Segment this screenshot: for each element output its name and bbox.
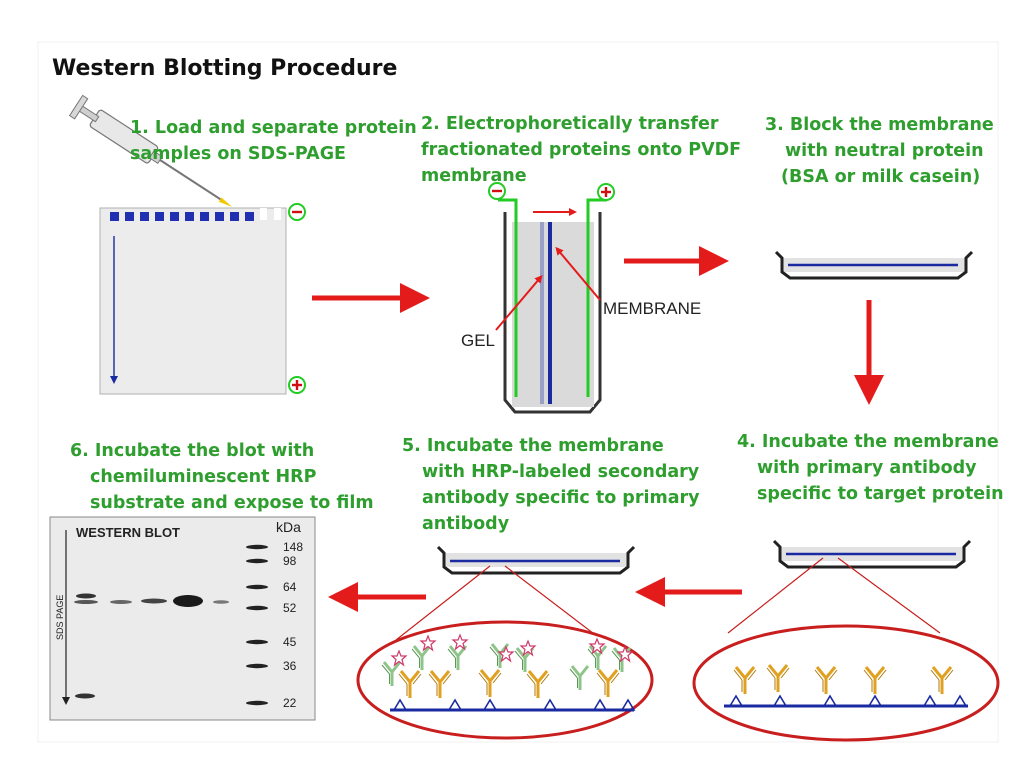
pvdf-membrane [548,222,552,404]
step-6-label: 6. Incubate the blot with chemiluminesce… [70,438,374,516]
step-4-line: 4. Incubate the membrane [737,432,999,452]
step-3-label: 3. Block the membrane with neutral prote… [765,112,994,190]
step-2-line: fractionated proteins onto PVDF [421,140,742,160]
gel-label: GEL [461,331,495,350]
western-blot-film: WESTERN BLOT kDa SDS PAGE 148 98 64 52 4… [49,516,316,721]
step-4-label: 4. Incubate the membrane with primary an… [737,429,1004,507]
step-5-line: 5. Incubate the membrane [402,436,664,456]
marker-label: 36 [283,659,297,673]
step-5-line: with HRP-labeled secondary [422,462,700,482]
step-4-line: with primary antibody [757,458,977,478]
step-3-line: (BSA or milk casein) [781,167,981,187]
protein-bands [74,593,229,699]
marker-label: 22 [283,696,297,710]
step-5-line: antibody [422,514,510,534]
step-5-label: 5. Incubate the membrane with HRP-labele… [402,433,700,537]
blot-axis-label: SDS PAGE [55,595,65,640]
primary-antibody-tray [772,539,972,569]
marker-ladder [246,544,268,706]
membrane-pointer-arrow [555,246,601,301]
page-title: Western Blotting Procedure [52,56,398,81]
step-1-label: 1. Load and separate protein samples on … [130,115,417,167]
page-frame [37,41,999,743]
sds-page-gel [99,207,287,395]
gel-wells [110,208,281,221]
membrane-label: MEMBRANE [603,299,701,318]
marker-label: 64 [283,580,297,594]
step-5-line: antibody specific to primary [422,488,700,508]
gel-pointer-arrow [495,274,543,331]
step-1-line: samples on SDS-PAGE [130,144,347,164]
blocking-tray [774,250,974,280]
tank-plus-electrode-icon [597,183,615,201]
cathode-wire [498,198,518,397]
syringe-icon [68,94,233,207]
step-2-label: 2. Electrophoretically transfer fraction… [421,111,741,189]
zoom-secondary-antibody [356,565,654,740]
secondary-antibody-tray [436,545,636,575]
marker-label: 148 [283,540,303,554]
step-2-line: 2. Electrophoretically transfer [421,114,719,134]
marker-label: 98 [283,554,297,568]
blot-unit: kDa [276,519,301,535]
marker-label: 52 [283,601,297,615]
gel-slab [540,222,544,404]
step-6-line: chemiluminescent HRP [90,467,317,487]
step-2-line: membrane [421,166,527,186]
blot-title: WESTERN BLOT [76,525,180,540]
transfer-tank [498,198,607,414]
marker-label: 45 [283,635,297,649]
step-1-line: 1. Load and separate protein [130,118,417,138]
step-3-line: 3. Block the membrane [765,115,994,135]
gel-plus-electrode-icon [288,376,306,394]
tank-minus-electrode-icon [488,182,506,200]
step-6-line: 6. Incubate the blot with [70,441,315,461]
marker-labels: 148 98 64 52 45 36 22 [283,540,303,710]
step-6-line: substrate and expose to film [90,493,374,513]
anode-wire [586,198,607,397]
zoom-primary-antibody [692,557,1000,742]
flow-arrows [312,246,884,612]
step-3-line: with neutral protein [785,141,984,161]
step-4-line: specific to target protein [757,484,1004,504]
gel-minus-electrode-icon [288,203,306,221]
